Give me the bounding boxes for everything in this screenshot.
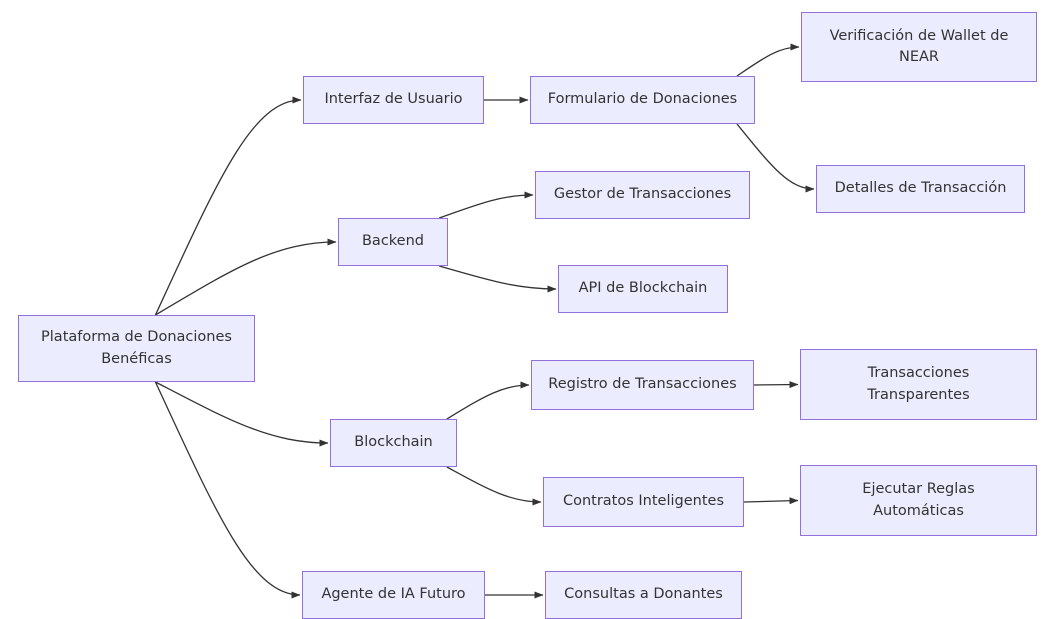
edge-root-to-agente: [154, 381, 301, 599]
edge-root-to-blockchain: [155, 381, 329, 447]
node-wallet[interactable]: Verificación de Wallet de NEAR: [801, 12, 1037, 82]
node-label-backend: Backend: [361, 233, 424, 250]
node-gestor[interactable]: Gestor de Transacciones: [535, 171, 750, 219]
edge-backend-to-api: [439, 265, 557, 293]
node-label-agente: Agente de IA Futuro: [321, 586, 466, 603]
edge-backend-to-gestor: [438, 191, 534, 219]
node-label-api: API de Blockchain: [578, 280, 708, 297]
node-label-contratos: Contratos Inteligentes: [562, 493, 725, 510]
node-contratos[interactable]: Contratos Inteligentes: [543, 477, 744, 527]
node-registro[interactable]: Registro de Transacciones: [531, 360, 754, 410]
node-api[interactable]: API de Blockchain: [558, 265, 728, 313]
node-label-detalles: Detalles de Transacción: [834, 180, 1007, 197]
node-ui[interactable]: Interfaz de Usuario: [303, 76, 484, 124]
node-form[interactable]: Formulario de Donaciones: [530, 76, 755, 124]
edge-root-to-backend: [155, 238, 337, 316]
node-label-form: Formulario de Donaciones: [547, 91, 738, 108]
node-label-root: Plataforma de Donaciones Benéficas: [41, 329, 232, 367]
node-label-gestor: Gestor de Transacciones: [553, 186, 732, 203]
node-transparentes[interactable]: Transacciones Transparentes: [800, 349, 1037, 420]
node-backend[interactable]: Backend: [338, 218, 448, 266]
edge-form-to-wallet: [736, 43, 800, 77]
node-reglas[interactable]: Ejecutar Reglas Automáticas: [800, 465, 1037, 536]
node-consultas[interactable]: Consultas a Donantes: [545, 571, 742, 619]
edge-contratos-to-reglas: [743, 497, 799, 505]
edge-registro-to-transparentes: [753, 381, 799, 389]
node-detalles[interactable]: Detalles de Transacción: [816, 165, 1025, 213]
node-label-reglas: Ejecutar Reglas Automáticas: [862, 481, 975, 519]
node-label-ui: Interfaz de Usuario: [324, 91, 463, 108]
node-label-blockchain: Blockchain: [354, 434, 433, 451]
node-blockchain[interactable]: Blockchain: [330, 419, 457, 467]
edge-blockchain-to-contratos: [446, 466, 542, 506]
edge-root-to-ui: [154, 96, 302, 316]
edge-blockchain-to-registro: [446, 381, 530, 420]
node-root[interactable]: Plataforma de Donaciones Benéficas: [18, 315, 255, 382]
node-label-registro: Registro de Transacciones: [548, 376, 737, 393]
node-label-transparentes: Transacciones Transparentes: [867, 365, 970, 403]
node-label-wallet: Verificación de Wallet de NEAR: [829, 27, 1009, 65]
node-agente[interactable]: Agente de IA Futuro: [302, 571, 485, 619]
node-label-consultas: Consultas a Donantes: [564, 586, 723, 603]
